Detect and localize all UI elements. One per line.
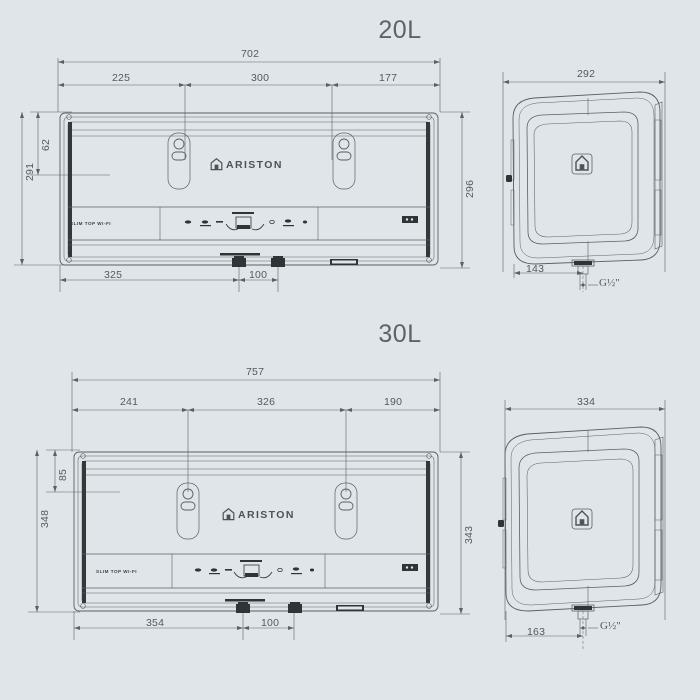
dim-segments-20l [58, 83, 440, 160]
pipe-thread-leader-20l [580, 283, 598, 287]
dim-side-bottom-20l [513, 264, 583, 278]
panel-label-20l: SLIM TOP WI-FI [70, 221, 112, 226]
dim-label-side-width-30l: 334 [577, 396, 596, 408]
control-panel-20l [184, 212, 308, 231]
section-title-30l: 30L [378, 320, 422, 348]
dim-left-20l [14, 111, 110, 266]
dim-label-bottom1-20l: 325 [104, 269, 123, 281]
dim-right-30l [440, 451, 470, 615]
dim-label-bottom2-20l: 100 [249, 269, 268, 281]
pipe-thread-label-20l: G½" [599, 277, 620, 289]
keyhole-mount-icon-right-30l [334, 482, 358, 540]
dim-segments-30l [72, 408, 440, 492]
dim-label-seg1-30l: 241 [120, 396, 139, 408]
pipe-thread-leader-30l [580, 626, 598, 630]
dim-label-seg1-20l: 225 [112, 72, 131, 84]
pipe-thread-label-30l: G½" [600, 620, 621, 632]
dim-label-side-bottom-30l: 163 [527, 626, 546, 638]
dim-side-width-20l [502, 72, 666, 272]
dim-label-seg2-30l: 326 [257, 396, 276, 408]
dim-label-seg3-30l: 190 [384, 396, 403, 408]
dim-side-bottom-30l [505, 611, 583, 642]
dim-label-inner-left-20l: 62 [40, 138, 52, 151]
house-icon-20l [210, 158, 223, 171]
side-view-20l [502, 72, 666, 292]
keyhole-mount-icon-left-20l [167, 132, 191, 190]
dim-bottom-20l [59, 265, 279, 292]
dim-label-outer-left-30l: 348 [39, 509, 51, 528]
keyhole-mount-icon-left-30l [176, 482, 200, 540]
brand-name-30l: ARISTON [238, 508, 295, 521]
dim-bottom-30l [73, 611, 295, 640]
house-icon-side-20l [571, 153, 593, 175]
house-icon-30l [222, 508, 235, 521]
dim-label-bottom2-30l: 100 [261, 617, 280, 629]
front-view-20l [14, 58, 470, 292]
control-panel-30l [194, 560, 315, 579]
dim-label-overall-30l: 757 [246, 366, 265, 378]
panel-label-30l: SLIM TOP WI-FI [96, 569, 138, 574]
dim-label-side-width-20l: 292 [577, 68, 596, 80]
brand-logo-20l: ARISTON [210, 158, 283, 171]
dim-right-20l [440, 111, 470, 269]
status-badge-20l [402, 216, 418, 223]
status-badge-30l [402, 564, 418, 571]
keyhole-mount-icon-right-20l [332, 132, 356, 190]
dim-label-inner-left-30l: 85 [57, 468, 69, 481]
dim-label-bottom1-30l: 354 [146, 617, 165, 629]
dim-label-overall-20l: 702 [241, 48, 260, 60]
dim-label-seg3-20l: 177 [379, 72, 398, 84]
front-view-30l [28, 372, 470, 640]
dim-label-seg2-20l: 300 [251, 72, 270, 84]
house-icon-side-30l [571, 508, 593, 530]
dim-label-right-20l: 296 [464, 179, 476, 198]
dim-overall-width-30l [71, 372, 441, 452]
brand-name-20l: ARISTON [226, 158, 283, 171]
dim-label-outer-left-20l: 291 [24, 162, 36, 181]
side-view-30l [498, 400, 666, 650]
brand-logo-30l: ARISTON [222, 508, 295, 521]
dim-label-right-30l: 343 [463, 525, 475, 544]
dim-label-side-bottom-20l: 143 [526, 263, 545, 275]
section-title-20l: 20L [378, 16, 422, 44]
